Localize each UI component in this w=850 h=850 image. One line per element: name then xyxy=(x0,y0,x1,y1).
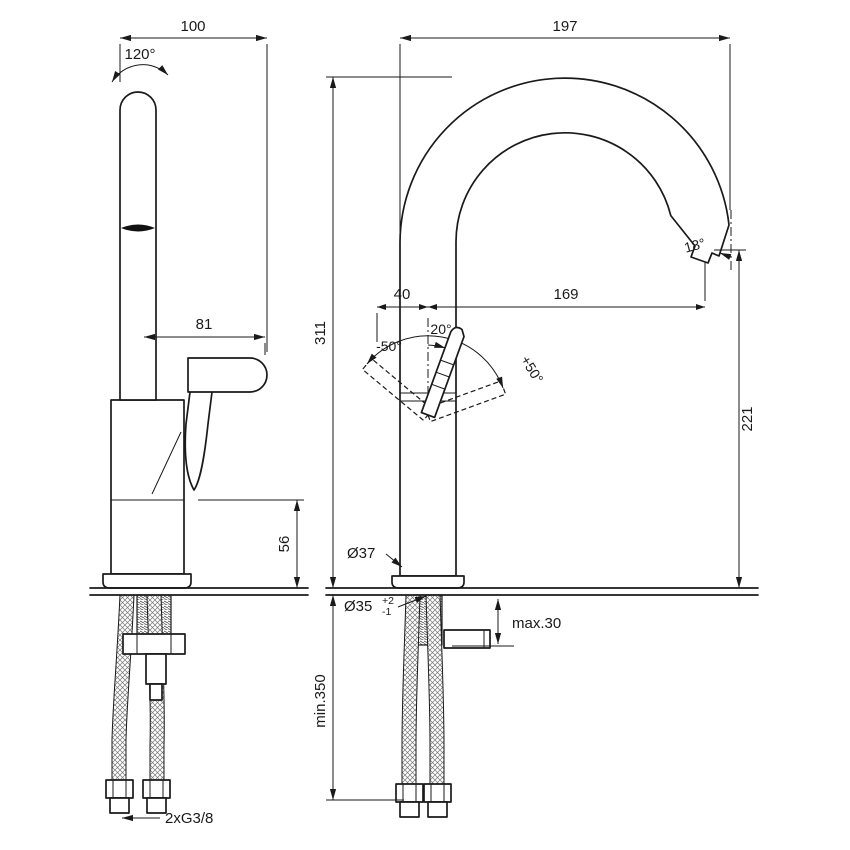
front-view-mounting-bracket xyxy=(443,629,491,649)
side-view-mounting-nut xyxy=(122,633,186,701)
handle-lever-front xyxy=(420,326,465,419)
outlet-angle-dim: 18° xyxy=(682,235,707,256)
body-diameter-label: Ø37 xyxy=(347,545,375,562)
lever-angle-left-dim: -50° xyxy=(376,338,402,354)
max-deck-thickness-label: max.30 xyxy=(512,615,561,632)
side-view-dimensions: 100 120° 81 56 2xG3/8 xyxy=(111,18,304,827)
handle-reach-dim: 81 xyxy=(196,316,213,333)
side-view: 100 120° 81 56 2xG3/8 xyxy=(89,18,309,827)
axis-offset-dim: 40 xyxy=(394,286,411,303)
spout-outlet-mark xyxy=(121,224,155,232)
hole-tolerance-minus: -1 xyxy=(382,606,391,618)
front-view-dimensions: 197 311 221 40 169 -50° 20° +50° 18° Ø37 xyxy=(312,18,756,801)
outlet-reach-dim: 169 xyxy=(553,286,578,303)
lever-range-arc xyxy=(366,335,504,389)
lever-angle-front-dim: 20° xyxy=(430,321,451,337)
hole-diameter-label: Ø35 xyxy=(344,598,372,615)
connection-thread-label: 2xG3/8 xyxy=(165,810,213,827)
spout-outline xyxy=(399,77,730,577)
hole-tolerance-plus: +2 xyxy=(382,595,394,607)
lever-ghost-left xyxy=(361,357,434,422)
deck-line xyxy=(89,587,309,596)
side-view-hose-fittings xyxy=(105,779,171,814)
base-height-dim: 56 xyxy=(276,536,293,553)
deck-line-front xyxy=(325,587,759,596)
spout-reach-dim: 197 xyxy=(552,18,577,35)
lever-angle-right-dim: +50° xyxy=(518,353,547,386)
total-height-dim: 311 xyxy=(312,321,329,345)
handle-lever-side xyxy=(187,357,268,393)
front-view-faucet-outline xyxy=(325,77,759,596)
front-view-hoses xyxy=(401,594,445,786)
side-view-faucet-outline xyxy=(89,91,309,596)
base-flange-front xyxy=(391,575,465,589)
front-view: 197 311 221 40 169 -50° 20° +50° 18° Ø37 xyxy=(312,18,759,818)
front-view-hose-fittings xyxy=(395,783,452,818)
min-clearance-dim: min.350 xyxy=(312,674,329,727)
spout-width-dim: 100 xyxy=(180,18,205,35)
swivel-angle-dim: 120° xyxy=(124,46,155,63)
lever-ghost-right xyxy=(424,380,507,423)
base-flange xyxy=(102,573,192,589)
handle-arm xyxy=(184,391,213,491)
outlet-height-dim: 221 xyxy=(739,406,756,431)
